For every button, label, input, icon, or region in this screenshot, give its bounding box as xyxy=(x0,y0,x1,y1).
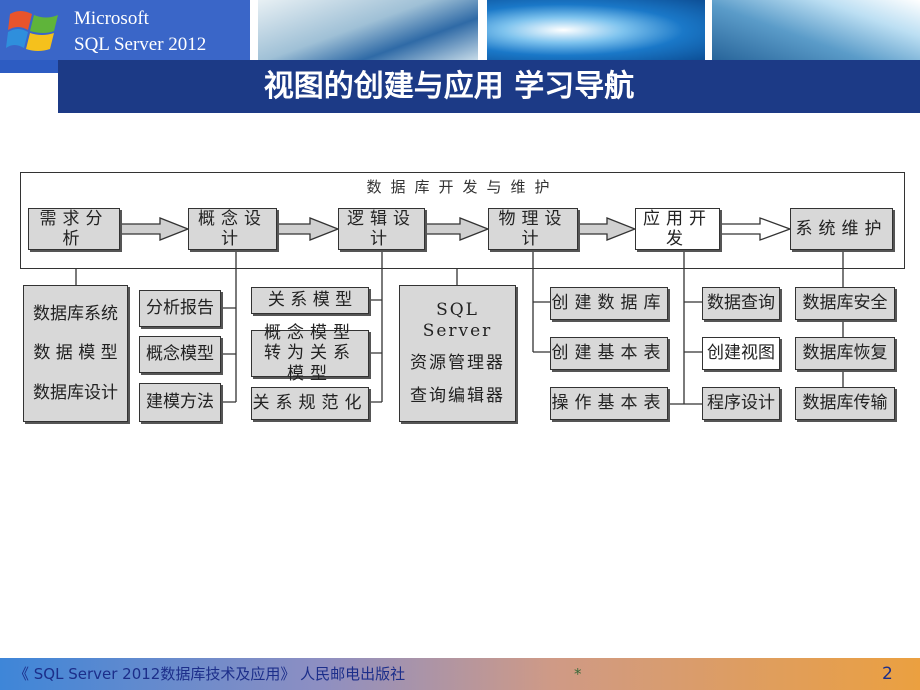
stage-conceptual: 概念设计 xyxy=(188,208,277,250)
col-g-item: 数据库传输 xyxy=(795,387,895,420)
col-g-item: 数据库恢复 xyxy=(795,337,895,370)
accent-strip xyxy=(0,60,58,73)
page-title: 视图的创建与应用 学习导航 xyxy=(58,60,920,113)
footer: 《 SQL Server 2012数据库技术及应用》 人民邮电出版社 * 2 xyxy=(0,658,920,690)
stage-requirements: 需求分析 xyxy=(28,208,120,250)
windows-flag-icon xyxy=(6,11,58,51)
arrow-icon xyxy=(577,217,637,241)
col-a-item: 数据库设计 xyxy=(33,382,118,403)
stage-physical: 物理设计 xyxy=(488,208,578,250)
building-image xyxy=(712,0,920,70)
footer-star: * xyxy=(574,665,582,683)
col-a-item: 数据库系统 xyxy=(33,303,118,324)
stage-application: 应用开发 xyxy=(635,208,720,250)
col-c-item: 关 系 模 型 xyxy=(251,287,369,314)
col-d-item: SQL Server xyxy=(422,300,493,341)
page-number: 2 xyxy=(882,664,893,684)
col-f-item: 数据查询 xyxy=(702,287,780,320)
col-c-item: 概念模型转为关系模型 xyxy=(251,323,369,384)
col-f-item: 创建视图 xyxy=(702,337,780,370)
col-b-item: 概念模型 xyxy=(139,336,221,373)
col-d-item: 查询编辑器 xyxy=(410,386,505,407)
col-a-box: 数据库系统 数 据 模 型 数据库设计 xyxy=(23,285,128,422)
col-f-item: 程序设计 xyxy=(702,387,780,420)
col-c-item: 关系规范化 xyxy=(251,387,369,420)
arrow-icon xyxy=(424,217,490,241)
footer-book: 《 SQL Server 2012数据库技术及应用》 人民邮电出版社 xyxy=(14,665,406,683)
col-b-item: 建模方法 xyxy=(139,383,221,422)
col-e-item: 操作基本表 xyxy=(550,387,668,420)
col-g-item: 数据库安全 xyxy=(795,287,895,320)
logo-line2: SQL Server 2012 xyxy=(74,34,207,55)
logo-line1: Microsoft xyxy=(74,8,149,29)
arrow-icon xyxy=(119,217,190,241)
keyboard-image xyxy=(258,0,478,60)
sql-server-logo: Microsoft SQL Server 2012 xyxy=(0,0,250,60)
arrow-icon xyxy=(719,217,792,241)
col-e-item: 创建数据库 xyxy=(550,287,668,320)
diagram-frame xyxy=(20,172,905,269)
stage-maintenance: 系统维护 xyxy=(790,208,893,250)
col-a-item: 数 据 模 型 xyxy=(33,343,118,364)
col-d-box: SQL Server 资源管理器 查询编辑器 xyxy=(399,285,516,422)
col-b-item: 分析报告 xyxy=(139,290,221,327)
stage-logical: 逻辑设计 xyxy=(338,208,425,250)
frame-title: 数据库开发与维护 xyxy=(366,178,559,196)
col-d-item: 资源管理器 xyxy=(410,353,505,374)
col-e-item: 创建基本表 xyxy=(550,337,668,370)
arrow-icon xyxy=(276,217,340,241)
intel-core-image xyxy=(487,0,705,60)
